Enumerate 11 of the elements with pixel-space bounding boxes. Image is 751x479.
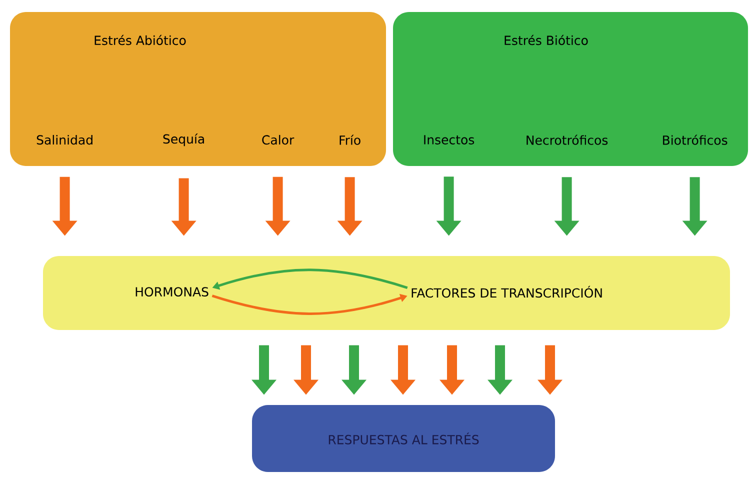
stress-label: Insectos [424,135,474,144]
band-label: FACTORES DE TRANSCRIPCIÓN [412,286,602,298]
band [43,256,730,330]
stress-label: Necrotróficos [526,134,608,145]
stress-label: Calor [262,134,294,145]
stress-label: Biotróficos [663,134,728,145]
band-label: HORMONAS [136,287,208,297]
response-box: RESPUESTAS AL ESTRÉS [252,405,555,472]
stress-label: Salinidad [36,134,92,145]
stress-label: Sequía [163,134,204,146]
stress-label: Frío [340,134,360,145]
